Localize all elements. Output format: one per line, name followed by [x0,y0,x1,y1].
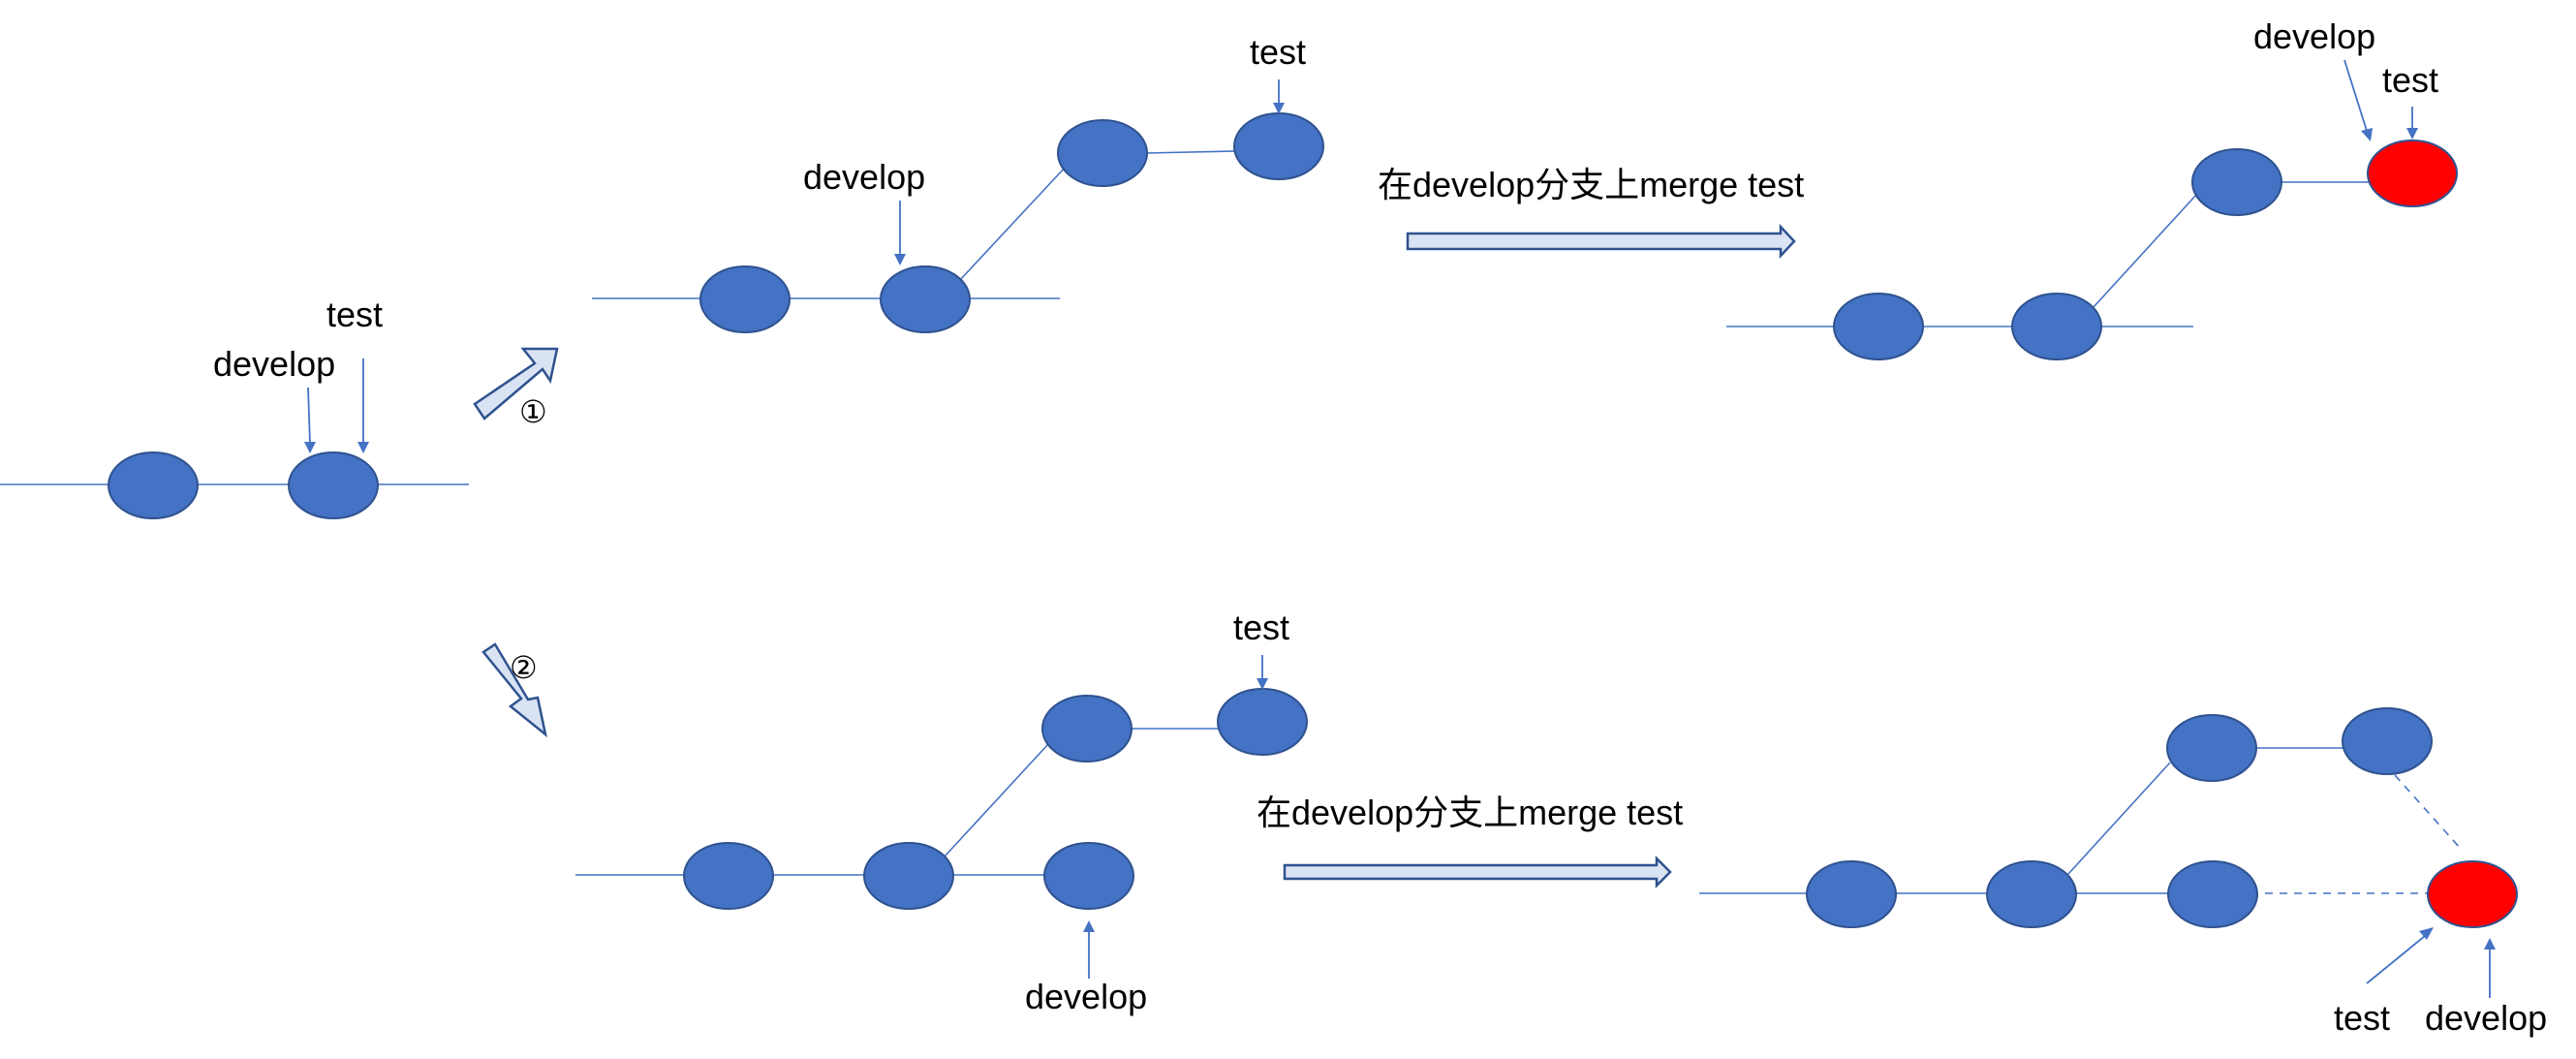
commit-node [288,452,379,519]
merge-parent-line [2394,774,2462,850]
merge-action-text: 在develop分支上merge test [1378,165,1804,204]
merge-action-text: 在develop分支上merge test [1257,793,1683,832]
test-pointer-head [357,442,369,453]
scenario-2-after: test develop [1699,707,2547,1038]
merged-commit-node [2367,140,2458,207]
right-arrow [1406,223,1796,260]
commit-node [699,265,791,333]
test-pointer-head [1257,678,1268,690]
test-pointer-head [2419,927,2434,940]
test-label: test [1250,32,1306,72]
develop-pointer [307,387,311,445]
diagonal-up-arrow [473,347,559,420]
step-2-label: ② [510,649,538,686]
test-label: test [326,295,383,334]
scenario-2-before: test develop [575,607,1308,1016]
scenario-2-action: 在develop分支上merge test [1257,793,1683,889]
develop-pointer-head [894,254,906,265]
commit-node [1233,112,1324,180]
commit-node [863,842,954,910]
commit-node [2191,148,2282,216]
right-arrow [1283,855,1672,889]
branch-line [2067,762,2171,875]
commit-node [1057,119,1148,187]
commit-node [1217,688,1308,756]
develop-pointer-head [1083,920,1095,932]
commit-node [108,452,199,519]
test-pointer [2366,935,2426,984]
develop-label: develop [2253,16,2375,56]
branch-line [958,166,1067,282]
step-1-label: ① [519,393,547,430]
initial-state: develop test [0,295,469,519]
branch-line [2092,193,2198,309]
develop-pointer-head [2484,938,2496,950]
test-pointer-head [2406,128,2418,140]
test-pointer-head [1273,103,1285,114]
scenario-1-action: 在develop分支上merge test [1378,165,1804,260]
develop-label: develop [2425,998,2547,1038]
test-label: test [2382,60,2438,100]
develop-pointer-head [2361,128,2373,141]
test-label: test [2334,998,2390,1038]
develop-pointer-head [304,442,316,453]
commit-node [683,842,774,910]
commit-node [880,265,971,333]
commit-node [1043,842,1134,910]
commit-node [2167,860,2258,928]
diagonal-down-arrow [481,642,547,738]
step-2-arrow: ② [481,642,547,738]
scenario-1-after: develop test [1726,16,2458,360]
commit-line [1145,150,1236,154]
commit-node [2011,293,2102,360]
test-label: test [1233,607,1289,647]
commit-node [2342,707,2433,775]
step-1-arrow: ① [473,347,559,430]
scenario-1-before: develop test [592,32,1324,333]
commit-node [1041,695,1133,763]
commit-node [1833,293,1924,360]
develop-label: develop [803,157,925,197]
commit-node [1806,860,1897,928]
commit-node [1986,860,2077,928]
develop-pointer [2343,59,2368,132]
develop-label: develop [1025,977,1147,1016]
commit-node [2166,714,2257,782]
develop-label: develop [213,344,335,384]
merged-commit-node [2427,860,2518,928]
branch-line [944,743,1049,857]
